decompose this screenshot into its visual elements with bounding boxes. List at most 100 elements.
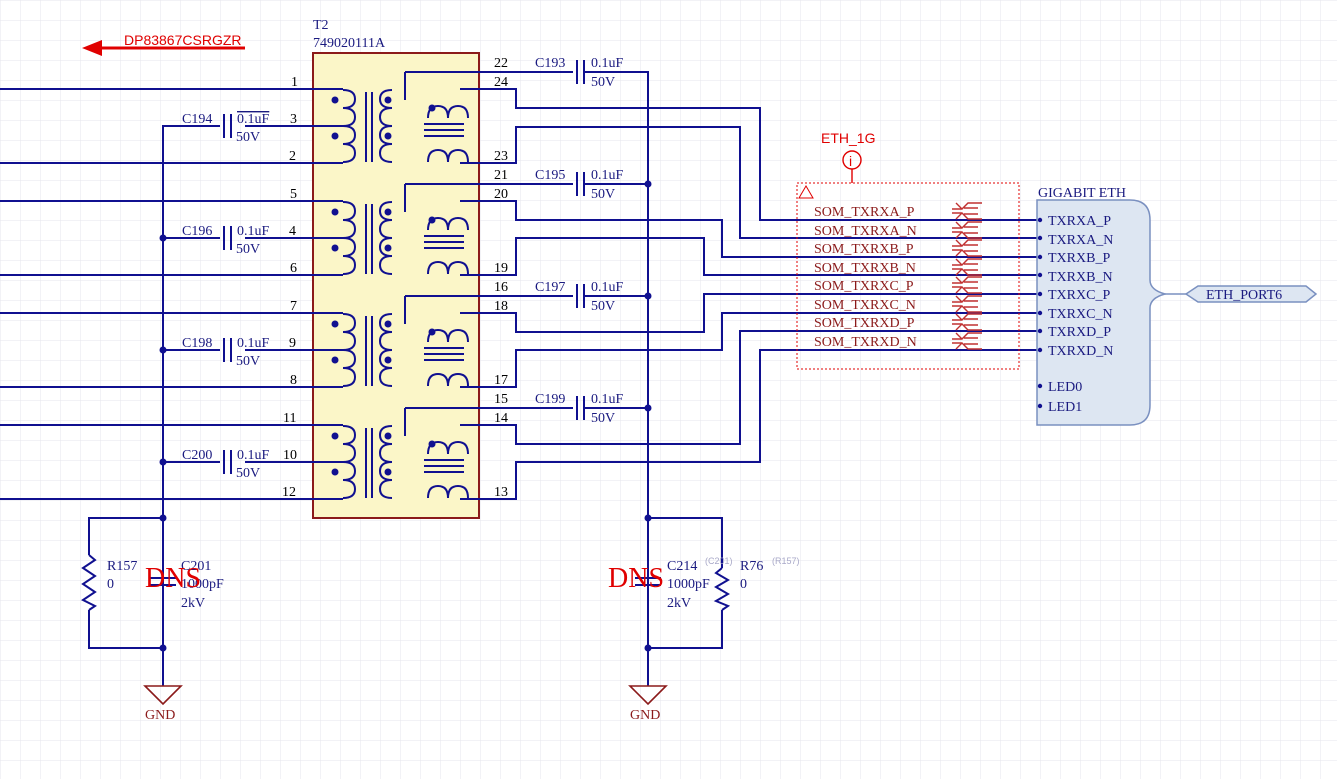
transformer-t2[interactable]: T2 749020111A	[312, 18, 480, 519]
svg-text:i: i	[849, 153, 852, 169]
svg-text:GND: GND	[630, 708, 660, 723]
svg-text:11: 11	[283, 411, 296, 426]
bottom-right-network[interactable]: C214 (C201) 1000pF 2kV R76 (R157) 0 DNS …	[608, 517, 800, 723]
svg-text:C198: C198	[182, 336, 212, 351]
svg-text:23: 23	[494, 149, 508, 164]
ground-icon	[628, 685, 668, 706]
svg-text:50V: 50V	[236, 354, 260, 369]
port-eth-port6[interactable]: ETH_PORT6	[1165, 285, 1318, 303]
resistor-r76	[713, 567, 731, 611]
svg-text:TXRXB_P: TXRXB_P	[1048, 251, 1110, 266]
svg-text:C200: C200	[182, 448, 212, 463]
right-pin-numbers: 22 24 23 21 20 19 16 18 17 15 14 13	[494, 56, 508, 500]
svg-text:22: 22	[494, 56, 508, 71]
svg-text:50V: 50V	[236, 242, 260, 257]
dns-marker: DNS	[608, 563, 664, 594]
harness-gigabit-eth[interactable]: GIGABIT ETH TXRXA_P TXRXA_N TXRXB_P TXRX…	[1036, 186, 1168, 426]
svg-text:C214: C214	[667, 559, 697, 574]
svg-text:(R157): (R157)	[772, 556, 800, 566]
svg-text:50V: 50V	[591, 75, 615, 90]
svg-text:18: 18	[494, 299, 508, 314]
svg-text:0.1uF: 0.1uF	[591, 280, 624, 295]
svg-text:SOM_TXRXD_P: SOM_TXRXD_P	[814, 316, 915, 331]
svg-text:0.1uF: 0.1uF	[237, 336, 270, 351]
dns-marker: DNS	[145, 563, 201, 594]
svg-text:21: 21	[494, 168, 508, 183]
svg-text:5: 5	[290, 187, 297, 202]
svg-text:12: 12	[282, 485, 296, 500]
resistor-r157	[81, 554, 97, 611]
capacitor-c194: C194 0.1uF 50V	[182, 112, 270, 145]
svg-text:2kV: 2kV	[181, 596, 205, 611]
svg-text:10: 10	[283, 448, 297, 463]
svg-text:0.1uF: 0.1uF	[237, 112, 270, 127]
svg-text:C195: C195	[535, 168, 565, 183]
svg-text:SOM_TXRXB_P: SOM_TXRXB_P	[814, 242, 914, 257]
net-class-eth1g[interactable]: ETH_1G i	[796, 130, 1020, 370]
svg-text:TXRXA_P: TXRXA_P	[1048, 214, 1111, 229]
svg-text:C199: C199	[535, 392, 565, 407]
svg-text:R157: R157	[107, 559, 137, 574]
svg-text:TXRXC_N: TXRXC_N	[1048, 307, 1113, 322]
svg-text:50V: 50V	[236, 130, 260, 145]
right-wires	[404, 71, 1040, 652]
svg-text:C193: C193	[535, 56, 565, 71]
svg-text:4: 4	[289, 224, 296, 239]
svg-text:50V: 50V	[591, 411, 615, 426]
warning-triangle-icon	[798, 185, 814, 199]
svg-text:GND: GND	[145, 708, 175, 723]
svg-text:SOM_TXRXC_P: SOM_TXRXC_P	[814, 279, 914, 294]
svg-text:R76: R76	[740, 559, 763, 574]
svg-text:0.1uF: 0.1uF	[237, 224, 270, 239]
svg-text:TXRXA_N: TXRXA_N	[1048, 233, 1113, 248]
offsheet-connector[interactable]: DP83867CSRGZR	[82, 32, 245, 56]
capacitor-c198: C198 0.1uF 50V	[182, 336, 270, 369]
svg-text:TXRXB_N: TXRXB_N	[1048, 270, 1113, 285]
svg-text:ETH_1G: ETH_1G	[821, 130, 875, 146]
svg-text:C194: C194	[182, 112, 212, 127]
transformer-part: 749020111A	[313, 36, 386, 51]
ground-icon	[143, 685, 183, 706]
arrow-left-icon	[82, 40, 102, 56]
svg-text:19: 19	[494, 261, 508, 276]
svg-text:LED1: LED1	[1048, 400, 1082, 415]
svg-text:C201: C201	[181, 559, 211, 574]
svg-text:14: 14	[494, 411, 508, 426]
left-pin-numbers: 1 3 2 5 4 6 7 9 8 11 10 12	[282, 75, 298, 500]
svg-text:24: 24	[494, 75, 508, 90]
transformer-refdes: T2	[313, 18, 329, 33]
offsheet-label: DP83867CSRGZR	[124, 32, 242, 48]
svg-text:20: 20	[494, 187, 508, 202]
harness-title: GIGABIT ETH	[1038, 186, 1126, 201]
svg-text:13: 13	[494, 485, 508, 500]
capacitor-c199: C199 0.1uF 50V	[535, 392, 624, 426]
svg-text:0.1uF: 0.1uF	[591, 392, 624, 407]
svg-text:0.1uF: 0.1uF	[237, 448, 270, 463]
svg-text:LED0: LED0	[1048, 380, 1082, 395]
bottom-left-network[interactable]: R157 0 C201 1000pF 2kV DNS GND	[81, 517, 224, 723]
svg-text:(C201): (C201)	[705, 556, 733, 566]
svg-text:16: 16	[494, 280, 508, 295]
svg-text:1: 1	[291, 75, 298, 90]
som-net-labels: SOM_TXRXA_P SOM_TXRXA_N SOM_TXRXB_P SOM_…	[814, 202, 983, 350]
svg-text:1000pF: 1000pF	[667, 577, 710, 592]
svg-text:2: 2	[289, 149, 296, 164]
svg-text:9: 9	[289, 336, 296, 351]
svg-text:SOM_TXRXA_P: SOM_TXRXA_P	[814, 205, 915, 220]
svg-text:1000pF: 1000pF	[181, 577, 224, 592]
svg-text:C197: C197	[535, 280, 565, 295]
svg-text:17: 17	[494, 373, 508, 388]
svg-text:2kV: 2kV	[667, 596, 691, 611]
svg-text:6: 6	[290, 261, 297, 276]
svg-text:SOM_TXRXA_N: SOM_TXRXA_N	[814, 224, 917, 239]
svg-text:15: 15	[494, 392, 508, 407]
svg-text:8: 8	[290, 373, 297, 388]
svg-text:3: 3	[290, 112, 297, 127]
svg-text:7: 7	[290, 299, 297, 314]
